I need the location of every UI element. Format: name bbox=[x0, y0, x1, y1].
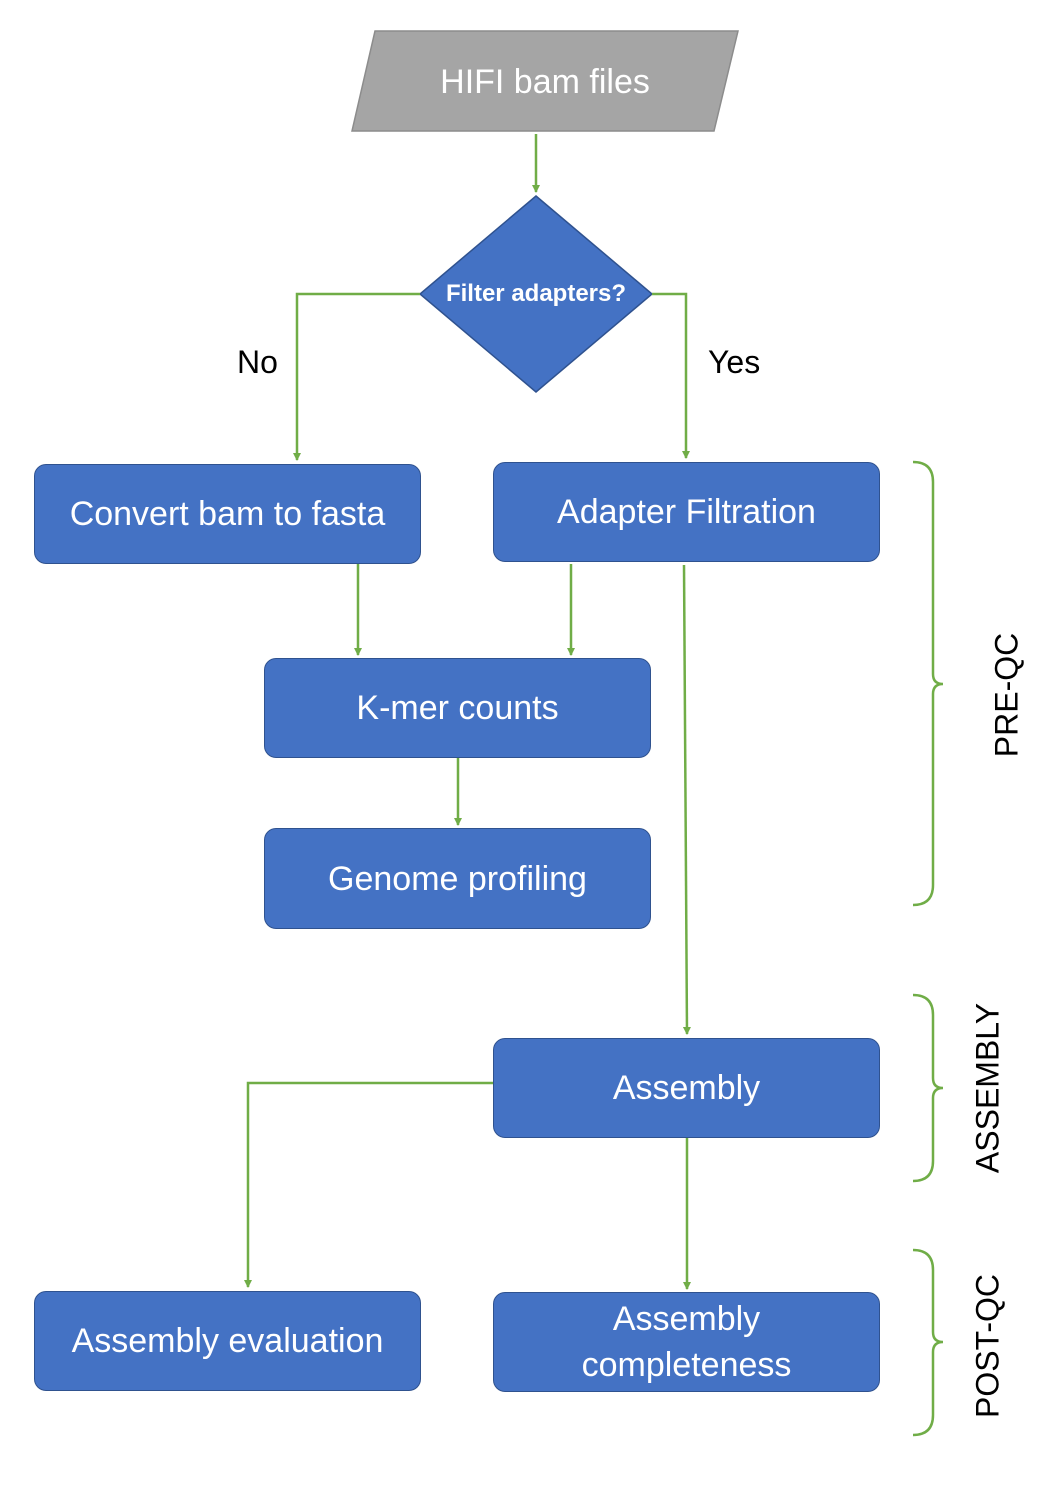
branch-label-yes: Yes bbox=[708, 344, 761, 380]
arrow-adapter-to-assembly bbox=[682, 564, 691, 1035]
postqc-bracket bbox=[912, 1248, 944, 1437]
phase-label-postqc: POST-QC bbox=[969, 1273, 1006, 1419]
step-assembly-completeness: Assembly completeness bbox=[493, 1292, 880, 1392]
step-kmer-counts: K-mer counts bbox=[264, 658, 651, 758]
preqc-bracket bbox=[912, 460, 944, 907]
branch-label-no: No bbox=[237, 344, 278, 380]
input-label: HIFI bam files bbox=[440, 62, 650, 101]
step-genome-profiling: Genome profiling bbox=[264, 828, 651, 929]
arrow-decision-yes bbox=[652, 292, 690, 459]
step-assembly-evaluation: Assembly evaluation bbox=[34, 1291, 421, 1391]
arrow-decision-no bbox=[293, 292, 420, 461]
step-assembly: Assembly bbox=[493, 1038, 880, 1138]
input-shape bbox=[351, 30, 739, 132]
arrow-assembly-to-evaluation bbox=[244, 1081, 493, 1288]
step-convert-bam-to-fasta: Convert bam to fasta bbox=[34, 464, 421, 564]
step-adapter-filtration: Adapter Filtration bbox=[493, 462, 880, 562]
decision-shape bbox=[418, 195, 654, 393]
decision-label: Filter adapters? bbox=[445, 280, 627, 307]
phase-label-preqc: PRE-QC bbox=[988, 632, 1025, 758]
assembly-bracket bbox=[912, 993, 944, 1183]
phase-label-assembly: ASSEMBLY bbox=[969, 1002, 1006, 1174]
